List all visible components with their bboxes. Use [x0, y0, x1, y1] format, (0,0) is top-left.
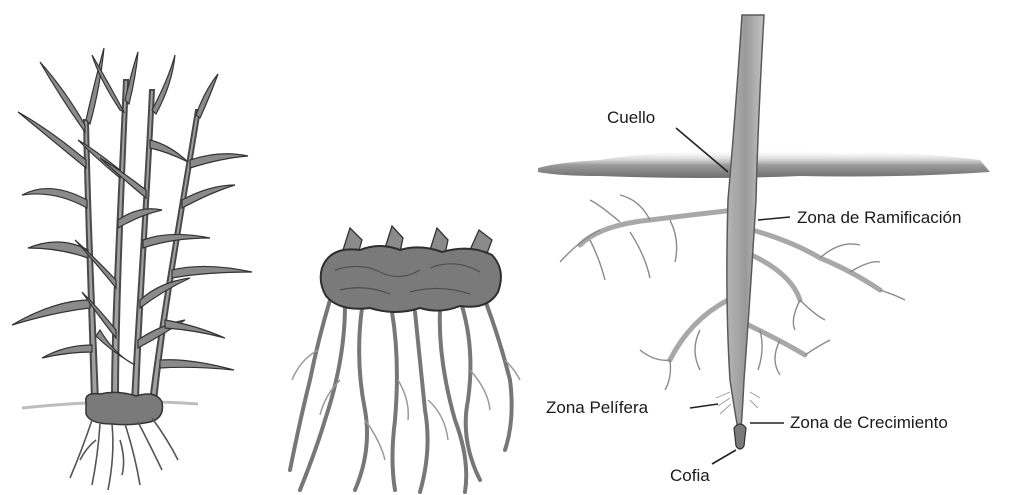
root [125, 424, 140, 485]
rootlet [630, 232, 650, 278]
rootlet [800, 300, 825, 320]
rootlet [398, 380, 408, 420]
root [152, 418, 178, 460]
rootlet [758, 330, 762, 370]
label-zona-ramificacion: Zona de Ramificación [797, 209, 961, 226]
root [120, 440, 124, 475]
rootlet [775, 340, 780, 375]
label-zona-crecimiento: Zona de Crecimiento [790, 414, 948, 431]
leaf [118, 209, 162, 228]
rootlet [850, 262, 880, 272]
root [108, 424, 113, 490]
lateral-root [580, 210, 735, 245]
lateral-root [745, 228, 880, 290]
leaf [160, 360, 234, 370]
leaf [172, 266, 252, 278]
leaf [196, 74, 218, 118]
leader-cofia [712, 450, 736, 464]
label-zona-pelifera: Zona Pelífera [546, 399, 648, 416]
rootlet [793, 300, 800, 330]
leaf [125, 52, 138, 104]
root-cap [734, 424, 746, 449]
root [138, 422, 162, 470]
tuber-illustration [290, 226, 520, 492]
root [440, 310, 466, 492]
root [70, 420, 92, 478]
leaf [42, 345, 92, 358]
taproot [727, 15, 764, 440]
rootlet [670, 220, 677, 262]
label-cofia: Cofia [670, 467, 710, 484]
rhizome-plant-illustration [12, 48, 252, 490]
root [290, 300, 330, 470]
rootlet [880, 290, 905, 300]
leader-pelifera [690, 404, 718, 408]
root [80, 440, 96, 460]
rootlet [805, 340, 830, 355]
root [92, 424, 100, 485]
rhizome [86, 392, 163, 424]
root [485, 300, 512, 450]
rootlet [470, 370, 490, 410]
taproot-illustration [538, 15, 990, 464]
leaf [150, 140, 188, 162]
root [415, 312, 428, 492]
root [392, 312, 397, 490]
leaf [182, 185, 235, 208]
rootlet [820, 244, 860, 258]
leaf [190, 154, 248, 168]
rootlet [640, 350, 670, 360]
rootlet [695, 330, 700, 370]
leader-ramificacion [758, 217, 790, 220]
stem [112, 80, 128, 402]
rootlet [590, 200, 620, 222]
leaf [165, 320, 225, 338]
soil-surface [538, 149, 990, 178]
rootlet [620, 195, 650, 220]
leaf [12, 300, 90, 325]
leaf [75, 240, 116, 288]
leaf [152, 55, 175, 114]
lateral-root [670, 300, 728, 360]
root [355, 308, 367, 490]
tuber [321, 246, 501, 312]
leaf [40, 62, 85, 132]
leaf [18, 112, 86, 168]
rootlet [590, 240, 605, 280]
rootlet [428, 400, 448, 440]
label-cuello: Cuello [607, 109, 655, 126]
rootlet [665, 360, 670, 390]
leaf [22, 189, 87, 208]
